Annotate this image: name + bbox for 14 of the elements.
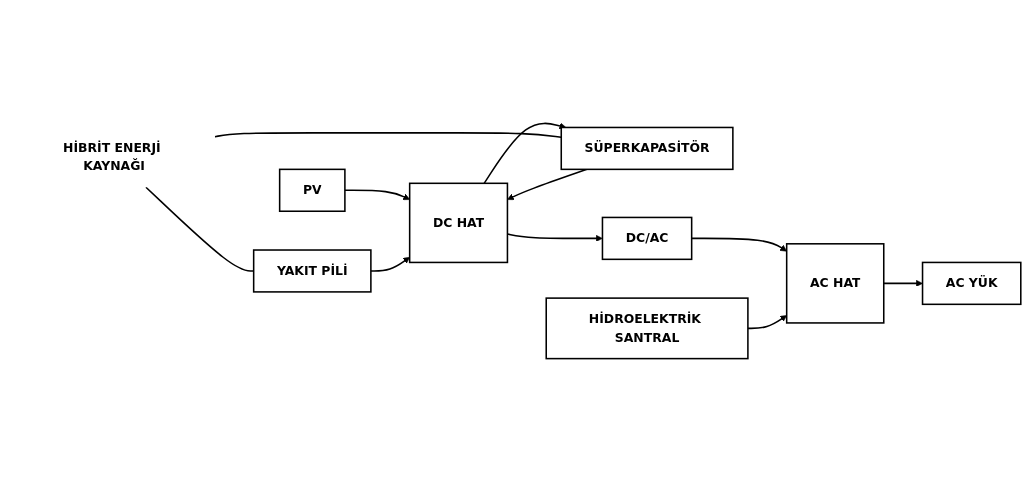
- node-box: DC/AC: [601, 216, 693, 260]
- node-box: HİDROELEKTRİK SANTRAL: [545, 296, 749, 359]
- arrow: [483, 122, 567, 184]
- node-text: HİBRİT ENERJİ KAYNAĞI: [63, 139, 161, 173]
- node-box: YAKIT PİLİ: [252, 248, 372, 293]
- arrow: [507, 168, 588, 200]
- arrow: [370, 256, 410, 272]
- node-box: DC HAT: [408, 182, 509, 263]
- node-box: AC YÜK: [921, 261, 1022, 305]
- arrow: [344, 189, 410, 200]
- node-box: AC HAT: [785, 242, 885, 324]
- arrow: [747, 314, 787, 329]
- node-box: SÜPERKAPASİTÖR: [560, 126, 734, 170]
- node-box: PV: [278, 168, 346, 212]
